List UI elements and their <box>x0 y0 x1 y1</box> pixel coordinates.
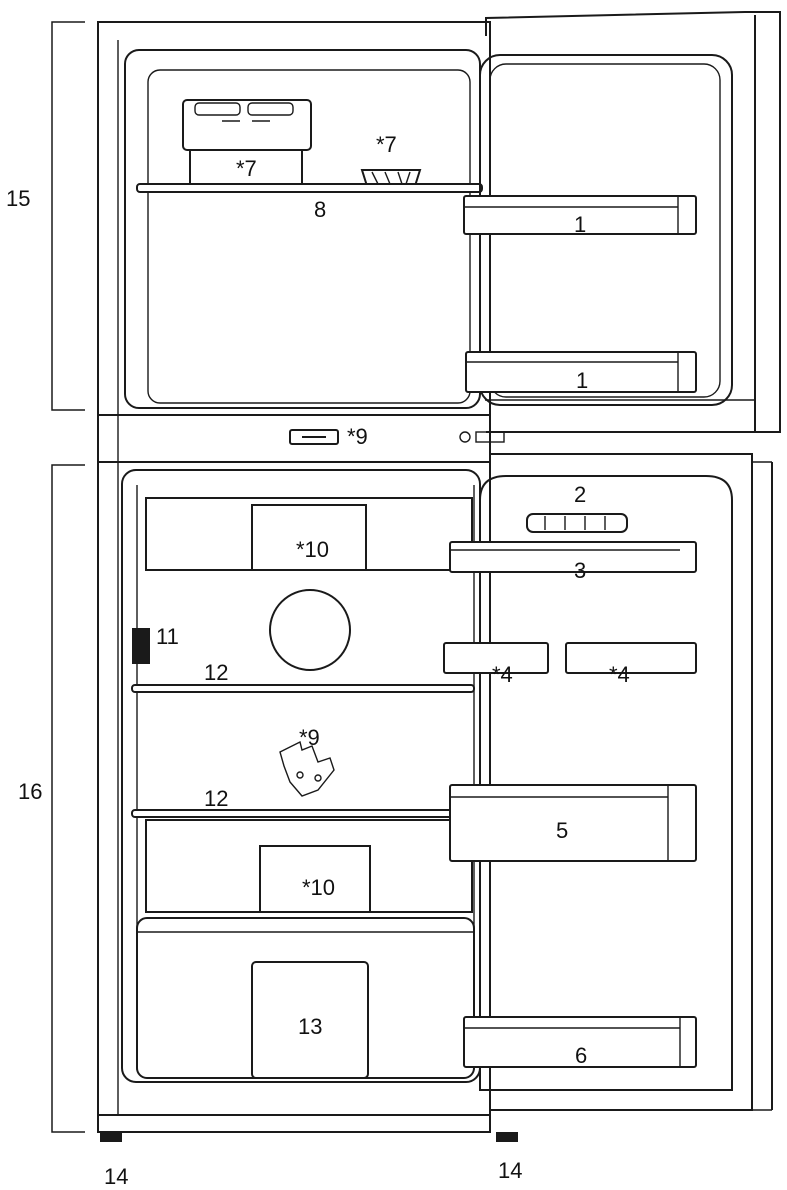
fridge-door <box>479 453 773 1111</box>
fridge-door-shelf-3 <box>449 541 697 573</box>
fridge-section-bracket <box>51 464 85 1133</box>
glass-shelf-lower <box>131 809 475 818</box>
fridge-door-shelf-4-right <box>565 642 697 674</box>
label-9-control: *9 <box>347 424 368 449</box>
label-16: 16 <box>18 779 42 804</box>
upper-drawer <box>145 497 473 571</box>
glass-shelf-upper <box>131 684 475 693</box>
label-7-ice-box: *7 <box>236 156 257 181</box>
label-2: 2 <box>574 482 586 507</box>
label-6: 6 <box>575 1043 587 1068</box>
freezer-shelf <box>136 183 483 193</box>
label-13: 13 <box>298 1014 322 1039</box>
fan-cover <box>269 589 351 671</box>
label-10-upper: *10 <box>296 537 329 562</box>
label-1-lower: 1 <box>576 368 588 393</box>
label-12-upper: 12 <box>204 660 228 685</box>
label-1-upper: 1 <box>574 212 586 237</box>
label-15: 15 <box>6 186 30 211</box>
foot-left <box>100 1132 122 1142</box>
label-5: 5 <box>556 818 568 843</box>
fridge-door-shelf-5 <box>449 784 697 862</box>
label-8: 8 <box>314 197 326 222</box>
freezer-door <box>459 11 781 443</box>
label-7-ice-tray: *7 <box>376 132 397 157</box>
ice-tray <box>360 169 422 187</box>
label-11: 11 <box>156 624 179 649</box>
lamp <box>132 628 150 664</box>
label-10-lower: *10 <box>302 875 335 900</box>
ice-box <box>182 99 312 186</box>
egg-tray <box>526 513 628 533</box>
label-12-lower: 12 <box>204 786 228 811</box>
label-14-right: 14 <box>498 1158 522 1183</box>
foot-right <box>496 1132 518 1142</box>
fridge-door-shelf-4-left <box>443 642 549 674</box>
label-4-right: *4 <box>609 662 630 687</box>
freezer-door-shelf-lower <box>465 351 697 393</box>
label-3: 3 <box>574 558 586 583</box>
freezer-door-shelf-upper <box>463 195 697 235</box>
control-panel <box>289 429 339 445</box>
label-4-left: *4 <box>492 662 513 687</box>
freezer-section-bracket <box>51 21 85 411</box>
label-14-left: 14 <box>104 1164 128 1189</box>
crisper <box>136 917 475 1079</box>
cabinet-body <box>97 21 491 1133</box>
part-9-illustration <box>279 740 335 797</box>
lower-drawer <box>145 819 473 913</box>
fridge-door-shelf-6 <box>463 1016 697 1068</box>
label-9-fridge: *9 <box>299 725 320 750</box>
